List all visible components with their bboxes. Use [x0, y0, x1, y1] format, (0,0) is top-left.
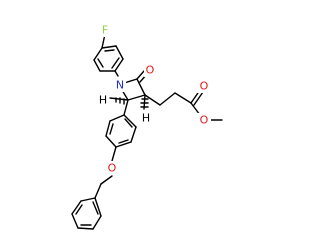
ether-oxygen-label: O: [108, 162, 117, 175]
stereo-h-c4: H: [99, 94, 129, 107]
c3-hydrogen-label: H: [142, 112, 150, 125]
nitrogen-label: N: [116, 79, 124, 92]
ester-bridge-oxygen-label: O: [200, 114, 209, 127]
label-background: [197, 113, 211, 127]
label-background: [144, 63, 158, 77]
ester-carbonyl-oxygen-label: O: [200, 80, 209, 93]
atom-labels: F N O O O O: [98, 23, 211, 175]
fluorine-label: F: [102, 24, 108, 37]
molecule-structure: H H F N O O O O: [71, 23, 223, 230]
c4-hydrogen-label: H: [99, 94, 107, 107]
label-background: [197, 79, 211, 93]
label-background: [105, 161, 119, 175]
label-background: [98, 23, 112, 37]
label-background: [112, 78, 126, 92]
benzyloxyphenyl-ring: [100, 99, 137, 185]
fluorophenyl-ring: [93, 33, 124, 77]
stereo-h-c3: H: [140, 94, 150, 125]
benzyl-ring: [71, 183, 102, 230]
ketone-oxygen-label: O: [146, 64, 155, 77]
